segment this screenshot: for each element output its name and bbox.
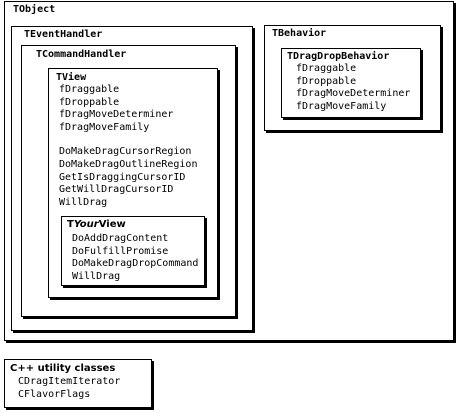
tview-method: DoMakeDragOutlineRegion xyxy=(59,158,198,170)
utility-class: CFlavorFlags xyxy=(18,388,91,400)
class-box-tyourview xyxy=(61,216,205,286)
utility-class: CDragItemIterator xyxy=(18,376,121,387)
tdragdropbehavior-field: fDroppable xyxy=(296,75,357,87)
tyourview-method: DoFulfillPromise xyxy=(72,245,169,257)
utility-classes-list: CDragItemIterator CFlavorFlags xyxy=(18,376,120,401)
tyourview-title-italic: Your xyxy=(73,219,99,230)
tyourview-title-prefix: T xyxy=(67,219,74,230)
class-title-tbehavior: TBehavior xyxy=(272,28,327,39)
utility-classes-title: C++ utility classes xyxy=(10,363,116,374)
class-title-tobject: TObject xyxy=(13,4,56,15)
class-title-teventhandler: TEventHandler xyxy=(24,29,103,40)
class-title-tcommandhandler: TCommandHandler xyxy=(36,49,127,60)
tview-method: GetIsDraggingCursorID xyxy=(59,171,186,183)
tview-field: fDragMoveFamily xyxy=(59,121,150,133)
tview-method: WillDrag xyxy=(59,196,108,208)
tview-field: fDraggable xyxy=(59,84,120,95)
class-title-tdragdropbehavior: TDragDropBehavior xyxy=(287,51,390,62)
tyourview-method: WillDrag xyxy=(72,270,121,282)
tyourview-method: DoAddDragContent xyxy=(72,233,169,244)
tview-method: DoMakeDragCursorRegion xyxy=(59,146,192,158)
tdragdropbehavior-field: fDragMoveDeterminer xyxy=(296,88,411,100)
tdragdropbehavior-member-list: fDraggable fDroppable fDragMoveDetermine… xyxy=(296,63,410,113)
class-title-tview: TView xyxy=(56,72,87,83)
class-box-tdragdropbehavior xyxy=(281,48,421,118)
tyourview-method: DoMakeDragDropCommand xyxy=(72,258,199,270)
tview-field: fDroppable xyxy=(59,96,120,108)
member-gap xyxy=(59,134,197,146)
tyourview-title-suffix: View xyxy=(98,219,126,230)
tview-member-list: fDraggable fDroppable fDragMoveDetermine… xyxy=(59,84,197,209)
tdragdropbehavior-field: fDraggable xyxy=(296,63,357,74)
class-title-tyourview: TYourView xyxy=(67,219,126,231)
tyourview-member-list: DoAddDragContent DoFulfillPromise DoMake… xyxy=(72,233,198,283)
utility-classes-box xyxy=(4,359,152,408)
tdragdropbehavior-field: fDragMoveFamily xyxy=(296,100,387,112)
tview-method: GetWillDragCursorID xyxy=(59,184,174,196)
tview-field: fDragMoveDeterminer xyxy=(59,109,174,121)
